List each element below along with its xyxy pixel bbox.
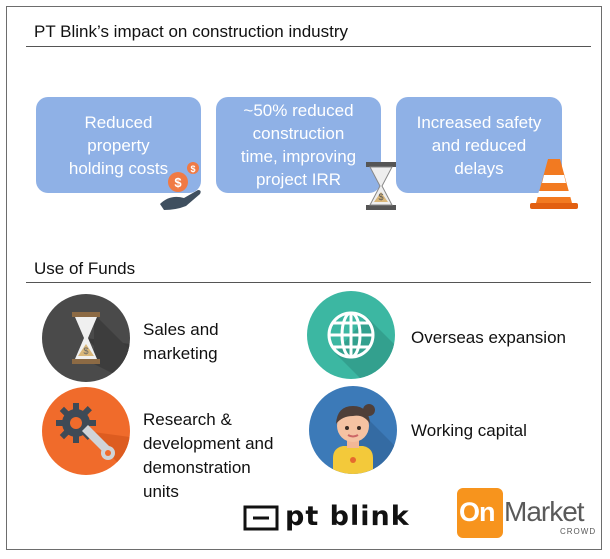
impact-box-text: ~50% reduced construction time, improvin… xyxy=(240,101,357,189)
impact-divider xyxy=(26,46,591,47)
money-hand-icon: $ $ xyxy=(160,162,201,210)
research-development-circle xyxy=(42,387,130,475)
funds-divider xyxy=(26,282,591,283)
worker-avatar-icon xyxy=(333,404,397,474)
ptblink-logo: pt blink xyxy=(243,501,435,532)
svg-text:$: $ xyxy=(378,192,383,202)
ptblink-wordmark: pt blink xyxy=(285,501,410,532)
impact-box-text: Reduced property holding costs xyxy=(68,112,169,178)
overseas-expansion-circle xyxy=(307,291,395,379)
svg-text:$: $ xyxy=(83,346,88,356)
fund-label-sales-marketing: Sales and marketing xyxy=(143,320,219,363)
onmarket-on-text: On xyxy=(459,497,495,527)
impact-box-safety: Increased safety and reduced delays xyxy=(396,97,562,193)
fund-label-research-development: Research & development and demonstration… xyxy=(143,410,274,501)
traffic-cone-icon xyxy=(530,159,578,209)
fund-label-working-capital: Working capital xyxy=(411,421,527,440)
hourglass-money-icon: $ xyxy=(72,312,130,382)
wrench-gear-icon xyxy=(56,403,130,475)
impact-box-text: Increased safety and reduced delays xyxy=(416,112,542,178)
svg-text:$: $ xyxy=(190,164,195,174)
svg-text:$: $ xyxy=(174,175,182,190)
funds-section-title: Use of Funds xyxy=(34,259,136,278)
globe-icon xyxy=(327,311,395,379)
impact-box-holding-costs: Reduced property holding costs xyxy=(36,97,201,193)
onmarket-crowd-text: CROWD xyxy=(560,527,597,536)
fund-label-overseas: Overseas expansion xyxy=(411,328,566,347)
working-capital-circle xyxy=(309,386,397,474)
impact-section-title: PT Blink’s impact on construction indust… xyxy=(34,22,349,41)
hourglass-money-icon: $ xyxy=(366,162,396,210)
onmarket-logo: On Market CROWD xyxy=(457,488,595,540)
onmarket-on-badge: On xyxy=(457,488,503,538)
ptblink-mark-icon xyxy=(243,505,279,531)
onmarket-market-text: Market xyxy=(504,496,585,527)
impact-box-construction-time: ~50% reduced construction time, improvin… xyxy=(216,97,381,193)
sales-marketing-circle: $ xyxy=(42,294,130,382)
